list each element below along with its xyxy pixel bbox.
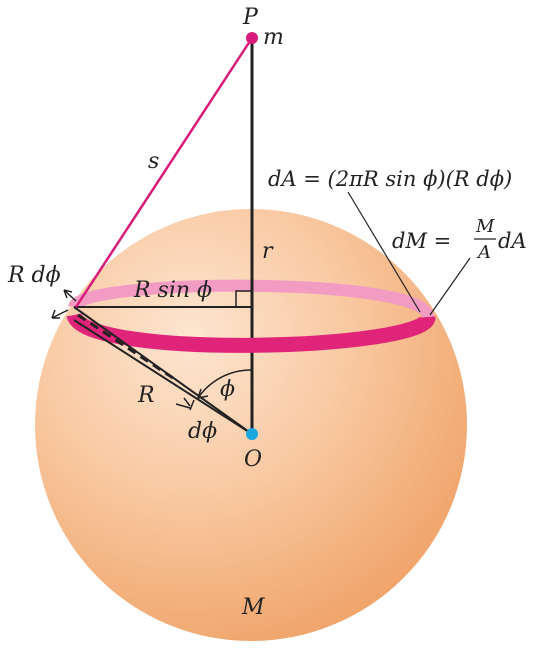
dA-leader [347,191,421,313]
label-P: P [242,5,259,30]
radius-dashed [77,313,177,382]
line-s [74,37,254,308]
phi-arrow [197,388,209,399]
phi-arc [197,369,253,399]
r-dphi-marker [51,289,77,319]
label-s: s [148,149,159,174]
label-dphi: dϕ [188,419,217,444]
formula-dM-numerator: M [475,216,495,237]
label-m: m [263,25,284,50]
label-phi: ϕ [220,377,235,402]
formula-dM-lhs: dM = [392,229,451,253]
formula-dM-tail: dA [498,229,527,253]
label-R-dphi: R dϕ [7,263,61,288]
formula-dM-denominator: A [476,242,491,263]
label-M: M [241,595,265,620]
point-P [246,32,258,44]
formula-dA: dA = (2πR sin ϕ)(R dϕ) [268,167,512,191]
dphi-marker [175,397,195,411]
radius-line-1 [73,306,253,435]
label-R-sin-phi: R sin ϕ [133,278,212,303]
right-angle-marker [235,290,252,307]
label-r: r [262,239,274,264]
point-O [246,428,258,440]
radius-line-2 [73,319,253,435]
label-O: O [244,447,262,472]
label-R: R [137,383,155,408]
dM-leader [429,257,471,316]
ring-front [66,311,436,353]
